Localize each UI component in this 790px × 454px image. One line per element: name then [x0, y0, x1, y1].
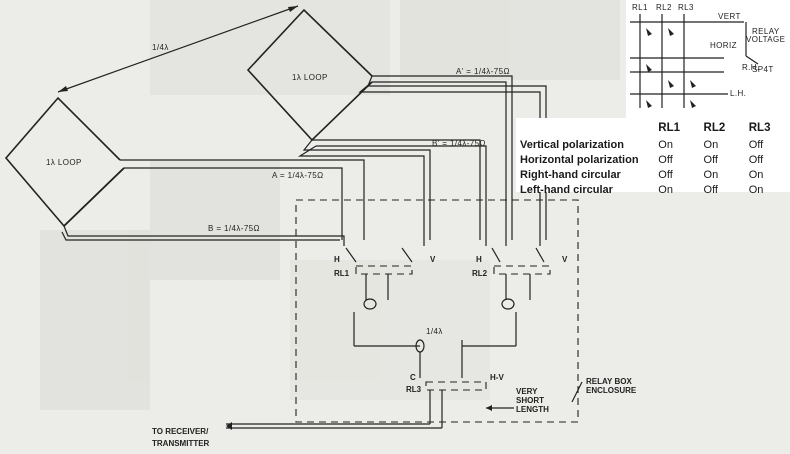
- svg-text:RELAY BOX: RELAY BOX: [586, 377, 632, 386]
- very-short-length-note: VERY SHORT LENGTH: [486, 387, 549, 414]
- header-rl1: RL1: [658, 122, 681, 134]
- rl3-hv-label: H-V: [490, 373, 504, 382]
- svg-text:SP4T: SP4T: [752, 65, 774, 74]
- cell-rl2: On: [703, 168, 719, 181]
- relay-truth-table: RL1 RL2 RL3 Vertical polarization On On …: [516, 118, 790, 196]
- table-row: Vertical polarization On On Off: [520, 137, 790, 152]
- table-row: Horizontal polarization Off Off Off: [520, 152, 790, 167]
- svg-text:ENCLOSURE: ENCLOSURE: [586, 386, 637, 395]
- rl2-label: RL2: [472, 269, 488, 278]
- header-corner: [520, 120, 654, 137]
- quarter-wave-label: 1/4λ: [426, 327, 443, 336]
- quarter-wave-section: 1/4λ: [415, 327, 463, 378]
- row-label: Left-hand circular: [520, 183, 613, 196]
- cell-rl2: Off: [703, 183, 718, 196]
- svg-text:VERT: VERT: [718, 12, 741, 21]
- relay-rl2: H V RL2: [462, 247, 568, 347]
- svg-text:HORIZ: HORIZ: [710, 41, 737, 50]
- rl1-label: RL1: [334, 269, 350, 278]
- cell-rl1: Off: [658, 153, 673, 166]
- relay-switching-inset: RL1 RL2 RL3 VERT HORIZ R.H. L.H. RELAY V…: [626, 0, 790, 120]
- row-label: Horizontal polarization: [520, 153, 639, 166]
- svg-text:LENGTH: LENGTH: [516, 405, 549, 414]
- line-b-label: B = 1/4λ-75Ω: [208, 224, 260, 233]
- svg-text:TO RECEIVER/: TO RECEIVER/: [152, 427, 209, 436]
- relay-rl3: C RL3 H-V: [406, 373, 504, 428]
- cell-rl3: Off: [748, 138, 764, 151]
- cell-rl1: Off: [658, 168, 673, 181]
- background-texture: [40, 0, 620, 410]
- inset-schematic: RL1 RL2 RL3 VERT HORIZ R.H. L.H. RELAY V…: [630, 3, 785, 108]
- svg-text:VERY: VERY: [516, 387, 538, 396]
- cell-rl3: Off: [748, 153, 764, 166]
- polarization-table: RL1 RL2 RL3 Vertical polarization On On …: [520, 120, 790, 197]
- svg-text:L.H.: L.H.: [730, 89, 746, 98]
- rl3-c-label: C: [410, 373, 416, 382]
- enclosure-note: RELAY BOX ENCLOSURE: [571, 377, 637, 403]
- cell-rl2: On: [703, 138, 719, 151]
- loop-right-label: 1λ LOOP: [292, 73, 328, 82]
- cell-rl1: On: [658, 138, 673, 151]
- cell-rl3: On: [748, 168, 764, 181]
- svg-text:RL1: RL1: [632, 3, 648, 12]
- feed-lines: [61, 75, 547, 246]
- rl2-v-label: V: [562, 255, 568, 264]
- output-feed: TO RECEIVER/ TRANSMITTER: [152, 422, 442, 448]
- line-a-label: A = 1/4λ-75Ω: [272, 171, 323, 180]
- rl2-h-label: H: [476, 255, 482, 264]
- svg-text:TRANSMITTER: TRANSMITTER: [152, 439, 210, 448]
- header-rl3: RL3: [748, 122, 771, 134]
- svg-text:RELAY: RELAY: [752, 27, 780, 36]
- header-rl2: RL2: [703, 122, 726, 134]
- svg-text:RL3: RL3: [678, 3, 694, 12]
- line-b-prime-label: B' = 1/4λ-75Ω: [432, 139, 486, 148]
- rl1-v-label: V: [430, 255, 436, 264]
- rl3-label: RL3: [406, 385, 422, 394]
- line-a-prime-label: A' = 1/4λ-75Ω: [456, 67, 510, 76]
- svg-text:RL2: RL2: [656, 3, 672, 12]
- table-header-row: RL1 RL2 RL3: [520, 120, 790, 137]
- quarter-wave-dimension: 1/4λ: [57, 5, 299, 93]
- cell-rl1: On: [658, 183, 673, 196]
- relay-rl1: H V RL1: [334, 247, 436, 347]
- svg-text:R.H.: R.H.: [742, 63, 760, 72]
- svg-text:VOLTAGE: VOLTAGE: [746, 35, 785, 44]
- loop-right: 1λ LOOP: [246, 8, 373, 142]
- loop-left-label: 1λ LOOP: [46, 158, 82, 167]
- rl1-h-label: H: [334, 255, 340, 264]
- cell-rl2: Off: [703, 153, 718, 166]
- table-row: Left-hand circular On Off On: [520, 182, 790, 197]
- dimension-label: 1/4λ: [152, 43, 169, 52]
- loop-left: 1λ LOOP: [4, 96, 125, 228]
- row-label: Vertical polarization: [520, 138, 624, 151]
- inset-diodes: [646, 28, 696, 108]
- cell-rl3: On: [748, 183, 764, 196]
- row-label: Right-hand circular: [520, 168, 621, 181]
- svg-text:SHORT: SHORT: [516, 396, 544, 405]
- table-row: Right-hand circular Off On On: [520, 167, 790, 182]
